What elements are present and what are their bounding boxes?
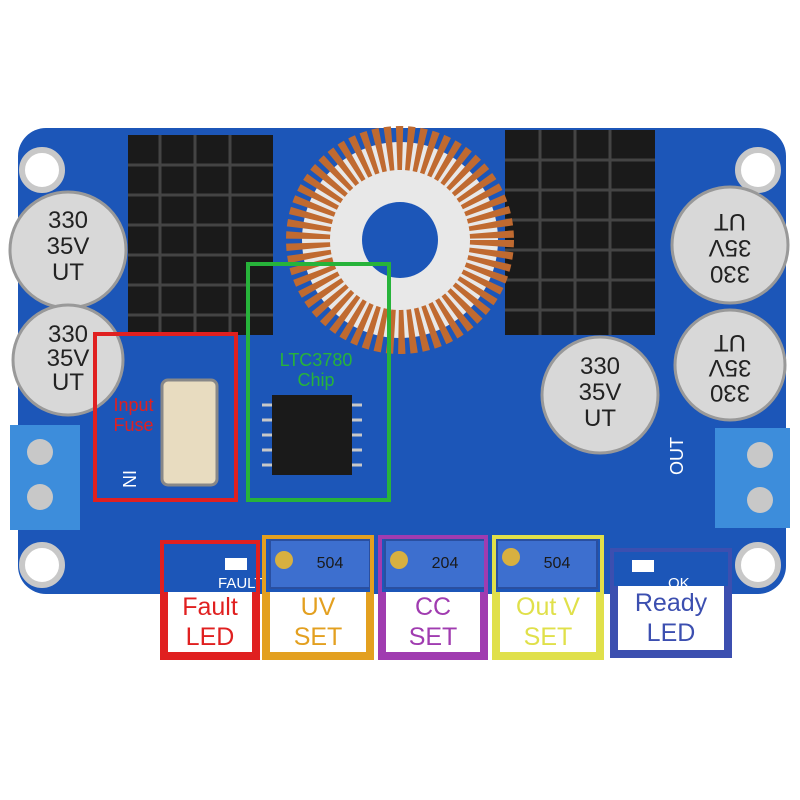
mount-hole: [735, 147, 781, 193]
mount-hole: [735, 542, 781, 588]
capacitor: 330 35V UT: [673, 308, 787, 422]
svg-text:330: 330: [48, 321, 88, 348]
capacitor: 330 35V UT: [670, 185, 790, 305]
output-terminal: [715, 428, 790, 528]
fuse-component: [160, 378, 219, 487]
svg-text:330: 330: [580, 353, 620, 380]
chip-annotation: LTC3780 Chip: [256, 350, 376, 390]
fault-led-frame: [160, 540, 260, 660]
svg-text:504: 504: [544, 555, 571, 572]
svg-text:UT: UT: [52, 259, 84, 286]
chip-highlight-frame: [246, 262, 391, 502]
in-silk: IN: [119, 470, 139, 488]
toroid-inductor: [286, 126, 514, 354]
ready-led-frame: [610, 548, 732, 658]
chip-pins: [262, 403, 362, 467]
svg-text:35V: 35V: [579, 379, 622, 406]
svg-text:UT: UT: [714, 208, 746, 235]
ic-chip: [272, 395, 352, 475]
svg-text:330: 330: [710, 260, 750, 287]
mount-hole: [19, 542, 65, 588]
uv-pot-frame: [262, 535, 374, 660]
fuse-annotation: Input Fuse: [96, 395, 171, 435]
svg-text:35V: 35V: [709, 354, 752, 381]
svg-text:330: 330: [710, 379, 750, 406]
svg-text:504: 504: [317, 555, 344, 572]
ready-led: [632, 560, 654, 572]
svg-text:UT: UT: [52, 369, 84, 396]
input-terminal: [10, 425, 80, 530]
out-silk: OUT: [667, 437, 687, 475]
svg-text:330: 330: [48, 207, 88, 234]
outv-pot-frame: [492, 535, 604, 660]
svg-text:35V: 35V: [47, 345, 90, 372]
fuse-annotation-line2: Fuse: [113, 415, 154, 435]
svg-text:204: 204: [432, 555, 459, 572]
capacitor: 330 35V UT: [8, 190, 128, 310]
fuse-annotation-line1: Input: [113, 395, 154, 415]
potentiometer: 504: [496, 539, 598, 589]
chip-annotation-line2: Chip: [297, 370, 335, 390]
svg-text:35V: 35V: [47, 233, 90, 260]
fuse-highlight-frame: [93, 332, 238, 502]
svg-text:UT: UT: [714, 329, 746, 356]
capacitor: 330 35V UT: [540, 335, 660, 455]
svg-text:35V: 35V: [709, 234, 752, 261]
fault-led: [225, 558, 247, 570]
chip-annotation-line1: LTC3780: [279, 350, 353, 370]
heatsink-right: [505, 130, 655, 335]
fault-silk: FAULT: [218, 575, 264, 592]
cc-pot-frame: [378, 535, 488, 660]
mount-hole: [19, 147, 65, 193]
svg-text:UT: UT: [584, 405, 616, 432]
